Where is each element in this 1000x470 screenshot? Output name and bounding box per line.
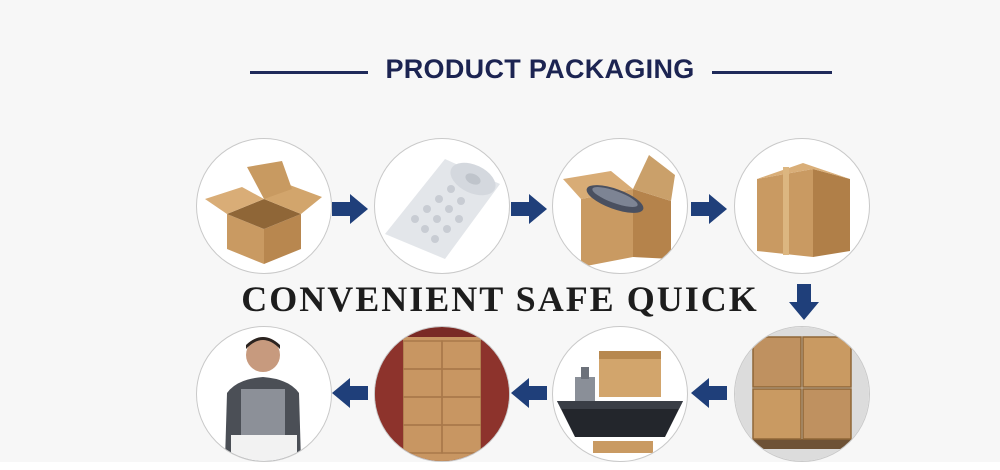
- arrow-right-icon: [509, 192, 549, 226]
- bubble-wrap-roll-icon: [374, 138, 510, 274]
- slogan: CONVENIENT SAFE QUICK: [241, 279, 759, 319]
- arrow-left-icon: [689, 376, 729, 410]
- shipping-container-icon: [374, 326, 510, 462]
- bottom-border: [0, 462, 1000, 470]
- delivery-person-icon: [196, 326, 332, 462]
- arrow-left-icon: [509, 376, 549, 410]
- arrow-down-icon: [787, 282, 821, 322]
- arrow-left-icon: [330, 376, 370, 410]
- arrow-right-icon: [689, 192, 729, 226]
- open-carton-icon: [196, 138, 332, 274]
- arrow-right-icon: [330, 192, 370, 226]
- page-title: PRODUCT PACKAGING: [385, 54, 695, 84]
- title-rule-left: [250, 71, 368, 74]
- palletized-cartons-icon: [734, 326, 870, 462]
- title-rule-right: [712, 71, 832, 74]
- title-row: PRODUCT PACKAGING: [0, 52, 1000, 92]
- sealed-carton-icon: [734, 138, 870, 274]
- product-in-carton-icon: [552, 138, 688, 274]
- cargo-ship-icon: [552, 326, 688, 462]
